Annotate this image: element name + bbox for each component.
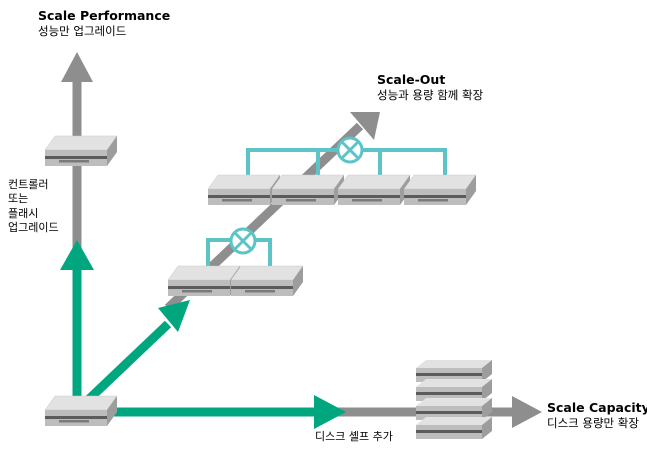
green-diagonal-arrow-line — [84, 320, 172, 404]
performance-arrowhead — [61, 52, 93, 82]
disk-shelf-3 — [416, 398, 492, 420]
cluster-node-4 — [403, 174, 477, 206]
controller-upgrade-line-1: 컨트롤러 — [8, 178, 49, 191]
scale-capacity-subtitle: 디스크 용량만 확장 — [547, 415, 639, 430]
disk-shelf-4 — [416, 417, 492, 439]
scale-performance-label: Scale Performance 성능만 업그레이드 — [38, 8, 170, 38]
scale-out-label: Scale-Out 성능과 용량 함께 확장 — [377, 72, 483, 102]
scale-performance-title: Scale Performance — [38, 8, 171, 23]
controller-upgrade-label: 컨트롤러 또는 플래시 업그레이드 — [8, 178, 59, 235]
scale-capacity-label: Scale Capacity 디스크 용량만 확장 — [547, 400, 647, 430]
capacity-arrowhead — [512, 396, 542, 428]
upper-switch-icon — [336, 136, 364, 164]
cluster-node-3 — [337, 174, 411, 206]
scale-performance-subtitle: 성능만 업그레이드 — [38, 23, 127, 38]
lower-switch-icon — [229, 227, 257, 255]
cluster-node-6 — [230, 265, 304, 297]
base-controller — [44, 395, 118, 427]
controller-upgrade-line-4: 업그레이드 — [8, 220, 59, 234]
scale-capacity-title: Scale Capacity — [547, 400, 647, 415]
scale-out-arrowhead — [350, 112, 380, 140]
upgraded-controller — [44, 135, 118, 167]
green-horizontal-arrowhead — [314, 395, 346, 429]
disk-shelf-1 — [416, 360, 492, 382]
disk-shelf-label: 디스크 셸프 추가 — [315, 430, 393, 443]
green-vertical-arrowhead — [60, 240, 94, 270]
cluster-node-5 — [167, 265, 241, 297]
controller-upgrade-line-2: 또는 — [8, 192, 29, 206]
disk-shelf-2 — [416, 379, 492, 401]
scale-out-title: Scale-Out — [377, 72, 446, 87]
cluster-node-1 — [207, 174, 281, 206]
scale-out-subtitle: 성능과 용량 함께 확장 — [377, 87, 484, 102]
controller-upgrade-line-3: 플래시 — [8, 206, 39, 220]
cluster-node-2 — [271, 174, 345, 206]
green-diagonal-arrowhead — [158, 300, 190, 332]
